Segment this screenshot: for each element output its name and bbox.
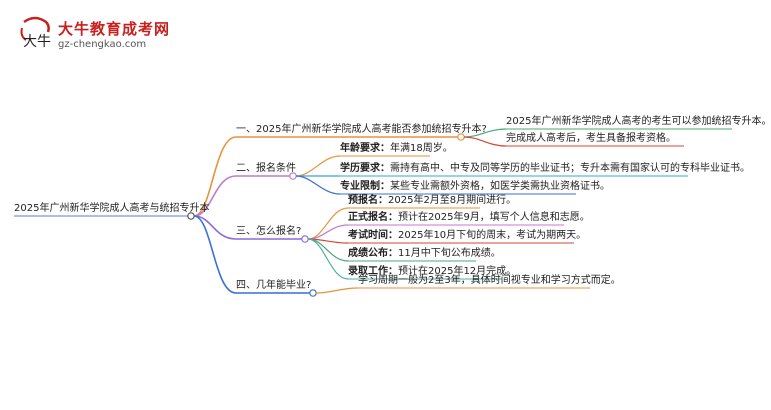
leaf-node-2-1-label: 年龄要求： <box>340 143 390 154</box>
leaf-node-3-4-label: 成绩公布： <box>348 248 398 259</box>
leaf-node-2-3: 专业限制：某些专业需额外资格，如医学类需执业资格证书。 <box>340 181 610 193</box>
leaf-node-3-1: 预报名：2025年2月至8月期间进行。 <box>348 195 516 207</box>
branch-node-4: 四、几年能毕业? <box>236 280 311 292</box>
logo-mark-text: 大牛 <box>23 34 51 50</box>
leaf-node-2-2-text: 需持有高中、中专及同等学历的毕业证书；专升本需有国家认可的专科毕业证书。 <box>390 163 750 174</box>
logo-url: gz-chengkao.com <box>58 39 147 50</box>
site-logo[interactable]: 大牛 大牛教育成考网 gz-chengkao.com <box>18 16 218 56</box>
leaf-connector-3-5 <box>307 238 349 280</box>
leaf-node-3-2: 正式报名：预计在2025年9月，填写个人信息和志愿。 <box>348 212 590 224</box>
branch-connector-4 <box>193 215 237 294</box>
leaf-node-3-3-text: 2025年10月下旬的周末，考试为期两天。 <box>398 230 587 241</box>
leaf-node-1-2-text: 完成成人高考后，考生具备报考资格。 <box>506 133 676 144</box>
leaf-node-3-3: 考试时间：2025年10月下旬的周末，考试为期两天。 <box>348 230 586 242</box>
leaf-node-3-5-label: 录取工作： <box>348 266 398 277</box>
leaf-connector-2-1 <box>295 155 341 177</box>
leaf-node-2-1: 年龄要求：年满18周岁。 <box>340 143 453 155</box>
leaf-connector-2-3 <box>295 175 341 195</box>
mindmap-diagram <box>14 128 732 297</box>
branch-node-2-text: 二、报名条件 <box>236 163 296 174</box>
branch-node-2: 二、报名条件 <box>236 163 296 175</box>
leaf-node-3-3-label: 考试时间： <box>348 230 398 241</box>
leaf-node-1-1-text: 2025年广州新华学院成人高考的考生可以参加统招专升本。 <box>506 116 771 127</box>
root-node-text: 2025年广州新华学院成人高考与统招专升本 <box>14 203 210 214</box>
branch-node-1-text: 一、2025年广州新华学院成人高考能否参加统招专升本? <box>236 124 487 135</box>
leaf-node-1-1: 2025年广州新华学院成人高考的考生可以参加统招专升本。 <box>506 116 771 128</box>
leaf-node-2-2: 学历要求：需持有高中、中专及同等学历的毕业证书；专升本需有国家认可的专科毕业证书… <box>340 163 750 175</box>
leaf-node-2-1-text: 年满18周岁。 <box>390 143 453 154</box>
leaf-node-3-5-text: 预计在2025年12月完成。 <box>398 266 517 277</box>
leaf-node-3-4-text: 11月中下旬公布成绩。 <box>398 248 501 259</box>
branch-node-3-text: 三、怎么报名? <box>236 226 302 237</box>
logo-title: 大牛教育成考网 <box>58 20 171 38</box>
branch-node-1: 一、2025年广州新华学院成人高考能否参加统招专升本? <box>236 124 487 136</box>
leaf-connector-1-2 <box>463 136 507 147</box>
leaf-node-3-5: 录取工作：预计在2025年12月完成。 <box>348 266 516 278</box>
root-node: 2025年广州新华学院成人高考与统招专升本 <box>14 203 209 215</box>
leaf-node-3-4: 成绩公布：11月中下旬公布成绩。 <box>348 248 501 260</box>
leaf-node-4-1-text: 学习周期一般为2至3年，具体时间视专业和学习方式而定。 <box>358 275 621 286</box>
branch-node-4-text: 四、几年能毕业? <box>236 280 312 291</box>
branch-connector-1 <box>193 136 237 217</box>
leaf-connector-3-1 <box>307 207 349 240</box>
leaf-node-2-3-label: 专业限制： <box>340 181 390 192</box>
leaf-connector-4-1 <box>315 287 359 294</box>
leaf-node-2-2-label: 学历要求： <box>340 163 390 174</box>
leaf-node-3-1-text: 2025年2月至8月期间进行。 <box>388 195 517 206</box>
leaf-node-3-2-text: 预计在2025年9月，填写个人信息和志愿。 <box>398 212 590 223</box>
leaf-node-1-2: 完成成人高考后，考生具备报考资格。 <box>506 133 676 145</box>
leaf-node-3-1-label: 预报名： <box>348 195 388 206</box>
bull-logo-icon: 大牛 <box>20 16 51 50</box>
branch-collapse-toggle-3[interactable] <box>301 235 309 243</box>
branch-node-3: 三、怎么报名? <box>236 226 301 238</box>
branch-connector-2 <box>193 175 237 217</box>
leaf-node-2-3-text: 某些专业需额外资格，如医学类需执业资格证书。 <box>390 181 610 192</box>
leaf-node-3-2-label: 正式报名： <box>348 212 398 223</box>
leaf-node-4-1: 学习周期一般为2至3年，具体时间视专业和学习方式而定。 <box>358 275 621 287</box>
